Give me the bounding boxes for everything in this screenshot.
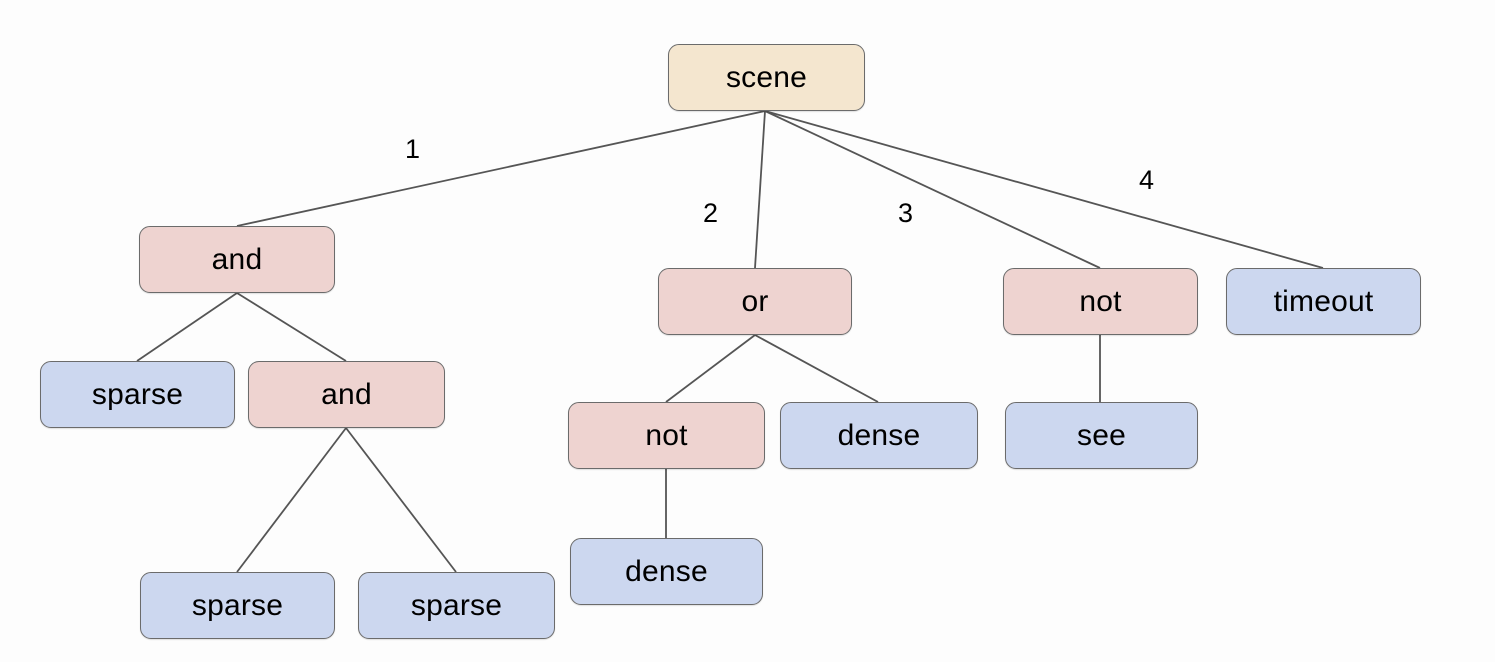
- edge-and2-to-sparse3: [345, 427, 457, 573]
- tree-node-sparse1[interactable]: sparse: [40, 361, 235, 428]
- tree-node-not1[interactable]: not: [568, 402, 765, 469]
- tree-node-label: and: [321, 377, 372, 411]
- tree-node-label: dense: [837, 418, 921, 452]
- edge-scene-to-and1: [236, 110, 766, 227]
- edge-label-4: 4: [1139, 165, 1155, 195]
- tree-node-label: not: [1079, 284, 1122, 318]
- edge-or1-to-dense1: [754, 334, 879, 403]
- tree-node-or1[interactable]: or: [658, 268, 852, 335]
- tree-node-and1[interactable]: and: [139, 226, 335, 293]
- tree-node-and2[interactable]: and: [248, 361, 445, 428]
- tree-node-label: dense: [625, 554, 708, 588]
- tree-node-sparse2[interactable]: sparse: [140, 572, 335, 639]
- edge-label-2: 2: [703, 198, 719, 228]
- tree-node-label: timeout: [1273, 284, 1374, 318]
- tree-node-label: scene: [725, 60, 808, 94]
- edge-label-3: 3: [898, 198, 914, 228]
- edge-scene-to-timeout1: [764, 110, 1324, 269]
- edge-scene-to-or1: [754, 110, 766, 269]
- tree-node-dense1[interactable]: dense: [780, 402, 978, 469]
- tree-node-label: or: [741, 284, 769, 318]
- tree-node-label: sparse: [191, 588, 284, 622]
- tree-node-dense2[interactable]: dense: [570, 538, 763, 605]
- edge-label-1: 1: [405, 134, 421, 164]
- tree-node-scene[interactable]: scene: [668, 44, 865, 111]
- tree-node-not2[interactable]: not: [1003, 268, 1198, 335]
- edge-scene-to-not2: [764, 110, 1101, 269]
- edge-and2-to-sparse2: [236, 427, 347, 573]
- edge-and1-to-and2: [236, 292, 347, 362]
- tree-node-see1[interactable]: see: [1005, 402, 1198, 469]
- tree-node-label: sparse: [91, 377, 184, 411]
- tree-node-timeout1[interactable]: timeout: [1226, 268, 1421, 335]
- tree-node-label: sparse: [410, 588, 503, 622]
- tree-node-label: not: [645, 418, 688, 452]
- tree-node-sparse3[interactable]: sparse: [358, 572, 555, 639]
- tree-node-label: and: [211, 242, 263, 276]
- tree-node-label: see: [1077, 418, 1126, 452]
- edge-or1-to-not1: [665, 334, 756, 403]
- edge-and1-to-sparse1: [136, 292, 238, 362]
